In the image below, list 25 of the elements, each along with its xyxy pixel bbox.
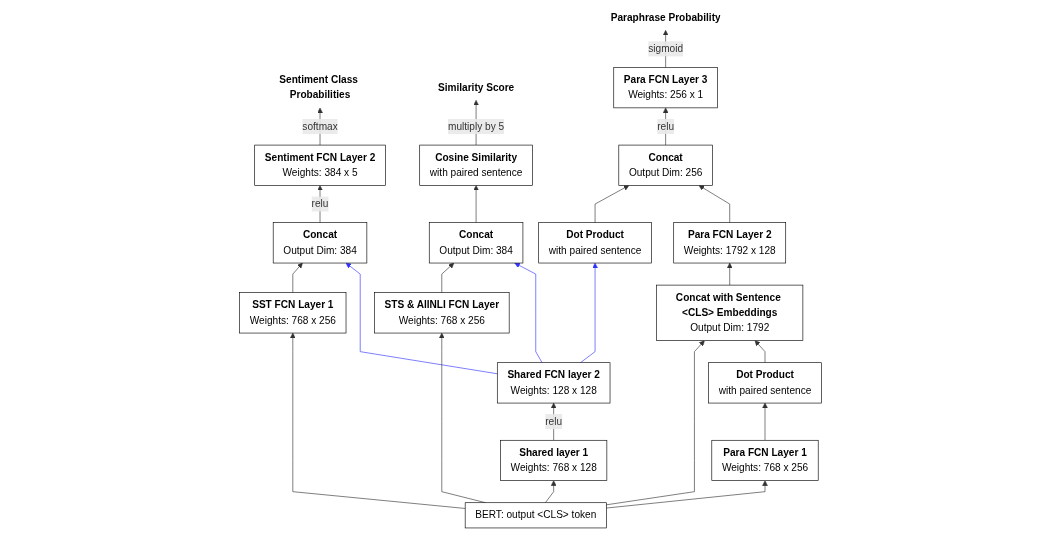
- edge-label: relu: [311, 198, 329, 210]
- edge-label: relu: [545, 415, 563, 427]
- node-text: Similarity Score: [437, 82, 515, 93]
- node-box: Para FCN Layer 1 Weights: 768 x 256: [711, 439, 819, 481]
- node-box: Concat Output Dim: 384: [272, 222, 368, 264]
- node-box: Dot Product with paired sentence: [708, 362, 822, 404]
- node-box: Para FCN Layer 3 Weights: 256 x 1: [613, 67, 718, 109]
- edge-label: relu: [657, 120, 675, 132]
- edge-label: softmax: [302, 120, 338, 132]
- node-box: Shared layer 1 Weights: 768 x 128: [500, 439, 608, 481]
- node-box: STS & AllNLI FCN Layer Weights: 768 x 256: [374, 292, 510, 334]
- node-box: Concat Output Dim: 384: [428, 222, 524, 264]
- edge-label: multiply by 5: [448, 120, 505, 132]
- node-box: Sentiment FCN Layer 2 Weights: 384 x 5: [254, 144, 386, 186]
- node-text: Sentiment Class Probabilities: [279, 74, 358, 101]
- node-text: Paraphrase Probability: [610, 11, 721, 23]
- node-box: Dot Product with paired sentence: [538, 222, 652, 264]
- node-box: Shared FCN layer 2 Weights: 128 x 128: [496, 362, 611, 404]
- node-box: BERT: output <CLS> token: [464, 502, 607, 529]
- node-box: Cosine Similarity with paired sentence: [419, 144, 533, 186]
- node-box: SST FCN Layer 1 Weights: 768 x 256: [239, 292, 347, 334]
- edge-label: sigmoid: [648, 43, 684, 54]
- node-box: Concat with Sentence <CLS> Embeddings Output Dim: 1792: [656, 284, 804, 341]
- node-box: Concat Output Dim: 256: [618, 144, 713, 186]
- node-box: Para FCN Layer 2 Weights: 1792 x 128: [673, 222, 787, 264]
